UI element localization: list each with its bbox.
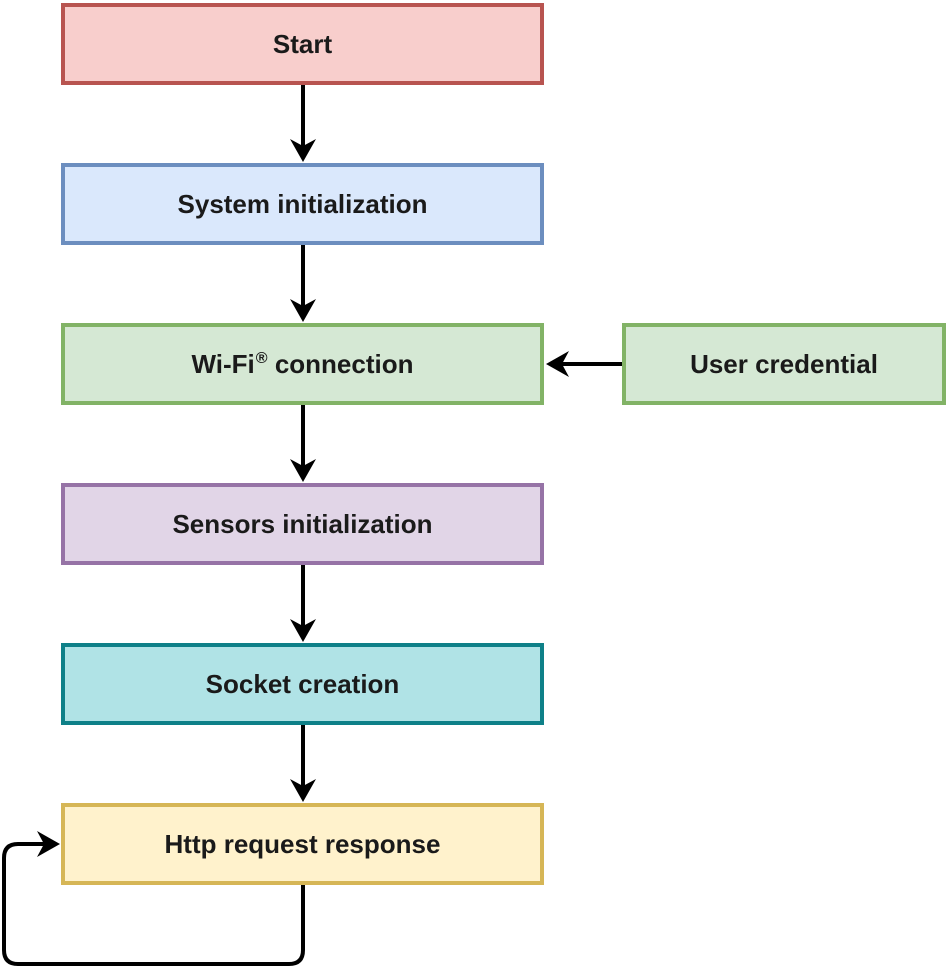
wifi-text: Wi-Fi — [191, 348, 255, 379]
http-request-response-label: Http request response — [164, 828, 441, 859]
arrowhead-user-to-wifi — [546, 351, 569, 377]
arrowhead-http-loop — [37, 831, 60, 857]
user-credential-label: User credential — [690, 348, 878, 379]
start-label: Start — [272, 28, 333, 59]
arrowhead-socket-to-http — [290, 779, 316, 802]
socket-creation-label: Socket creation — [205, 668, 400, 699]
arrowhead-wifi-to-sensors — [290, 459, 316, 482]
registered-mark: ® — [255, 349, 268, 367]
wifi-connection-label: Wi-Fi® connection — [191, 349, 413, 380]
http-request-response-node: Http request response — [61, 803, 544, 885]
arrowhead-sensors-to-socket — [290, 619, 316, 642]
wifi-connection-node: Wi-Fi® connection — [61, 323, 544, 405]
sensors-initialization-node: Sensors initialization — [61, 483, 544, 565]
user-credential-node: User credential — [622, 323, 946, 405]
socket-creation-node: Socket creation — [61, 643, 544, 725]
system-initialization-label: System initialization — [177, 188, 428, 219]
wifi-suffix: connection — [267, 348, 414, 379]
arrow-http-loop — [2, 842, 305, 966]
sensors-initialization-label: Sensors initialization — [172, 508, 433, 539]
system-initialization-node: System initialization — [61, 163, 544, 245]
arrowhead-system-to-wifi — [290, 299, 316, 322]
arrowhead-start-to-system — [290, 139, 316, 162]
start-node: Start — [61, 3, 544, 85]
